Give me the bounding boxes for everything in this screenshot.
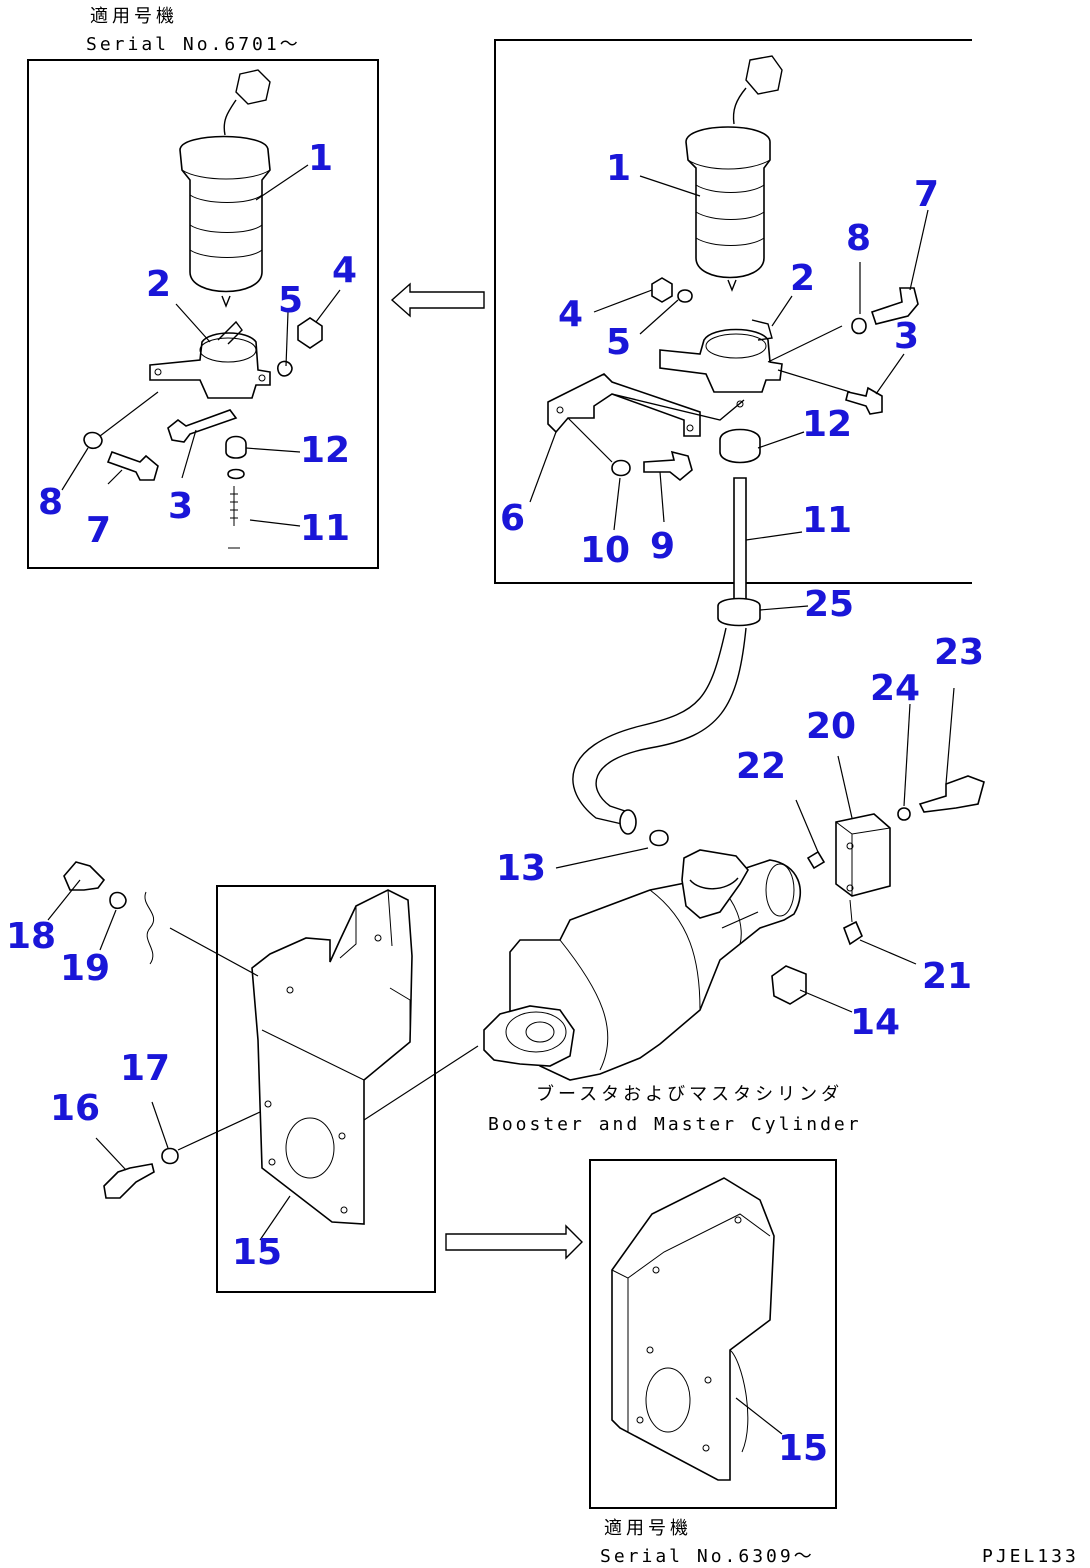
callout-5-left: 5 [278,280,303,321]
callout-14: 14 [850,1002,900,1043]
inset-arrow-right [445,1224,583,1260]
callout-19: 19 [60,948,110,989]
callout-3-right: 3 [894,316,919,357]
right-inset-callouts: 1 2 3 4 5 6 7 8 9 10 11 12 [500,148,939,571]
callout-7-left: 7 [86,510,111,551]
callout-10-right: 10 [580,530,630,571]
callout-5-right: 5 [606,322,631,363]
callout-12-right: 12 [802,404,852,445]
callout-15-main: 15 [232,1232,282,1273]
applicable-serial-note-jp-top: 適用号機 [90,6,178,27]
callout-8-left: 8 [38,482,63,523]
callout-4-left: 4 [332,250,357,291]
bracket-inset-frame [216,885,436,1293]
left-inset-frame [27,59,379,569]
lower-inset-frame [589,1159,837,1509]
callout-25: 25 [804,584,854,625]
main-callouts: 13 14 15 16 17 18 19 20 21 22 23 24 25 [6,584,984,1273]
drawing-code: PJEL133 [982,1546,1079,1567]
callout-6-right: 6 [500,498,525,539]
callout-24: 24 [870,668,920,709]
main-assembly-drawing [363,597,985,1121]
callout-7-right: 7 [914,174,939,215]
callout-9-right: 9 [650,526,675,567]
callout-22: 22 [736,746,786,787]
bracket-drawing [251,889,413,1225]
callout-18: 18 [6,916,56,957]
callout-23: 23 [934,632,984,673]
callout-17: 17 [120,1048,170,1089]
callout-11-right: 11 [802,500,852,541]
inset-arrow-left [390,282,485,318]
left-inset-callouts: 1 2 3 4 5 7 8 11 12 [38,138,357,551]
callout-11-left: 11 [300,508,350,549]
callout-4-right: 4 [558,294,583,335]
callout-8-right: 8 [846,218,871,259]
fasteners-drawing [47,861,291,1241]
callout-13: 13 [496,848,546,889]
callout-16: 16 [50,1088,100,1129]
callout-3-left: 3 [168,486,193,527]
callout-1-right: 1 [606,148,631,189]
callout-20: 20 [806,706,856,747]
callout-1-left: 1 [308,138,333,179]
callout-12-left: 12 [300,430,350,471]
applicable-serial-note-bottom: Serial No.6309～ [600,1546,815,1567]
callout-2-left: 2 [146,264,171,305]
applicable-serial-note-top: Serial No.6701～ [86,34,301,55]
right-inset-drawing [529,55,929,601]
lower-bracket-drawing [611,1177,783,1481]
booster-caption-jp: ブースタおよびマスタシリンダ [536,1083,843,1105]
left-inset-drawing [61,69,341,549]
applicable-serial-note-jp-bottom: 適用号機 [604,1518,692,1539]
callout-21: 21 [922,956,972,997]
callout-15-lower: 15 [778,1428,828,1469]
callout-2-right: 2 [790,258,815,299]
booster-caption-en: Booster and Master Cylinder [488,1114,862,1135]
